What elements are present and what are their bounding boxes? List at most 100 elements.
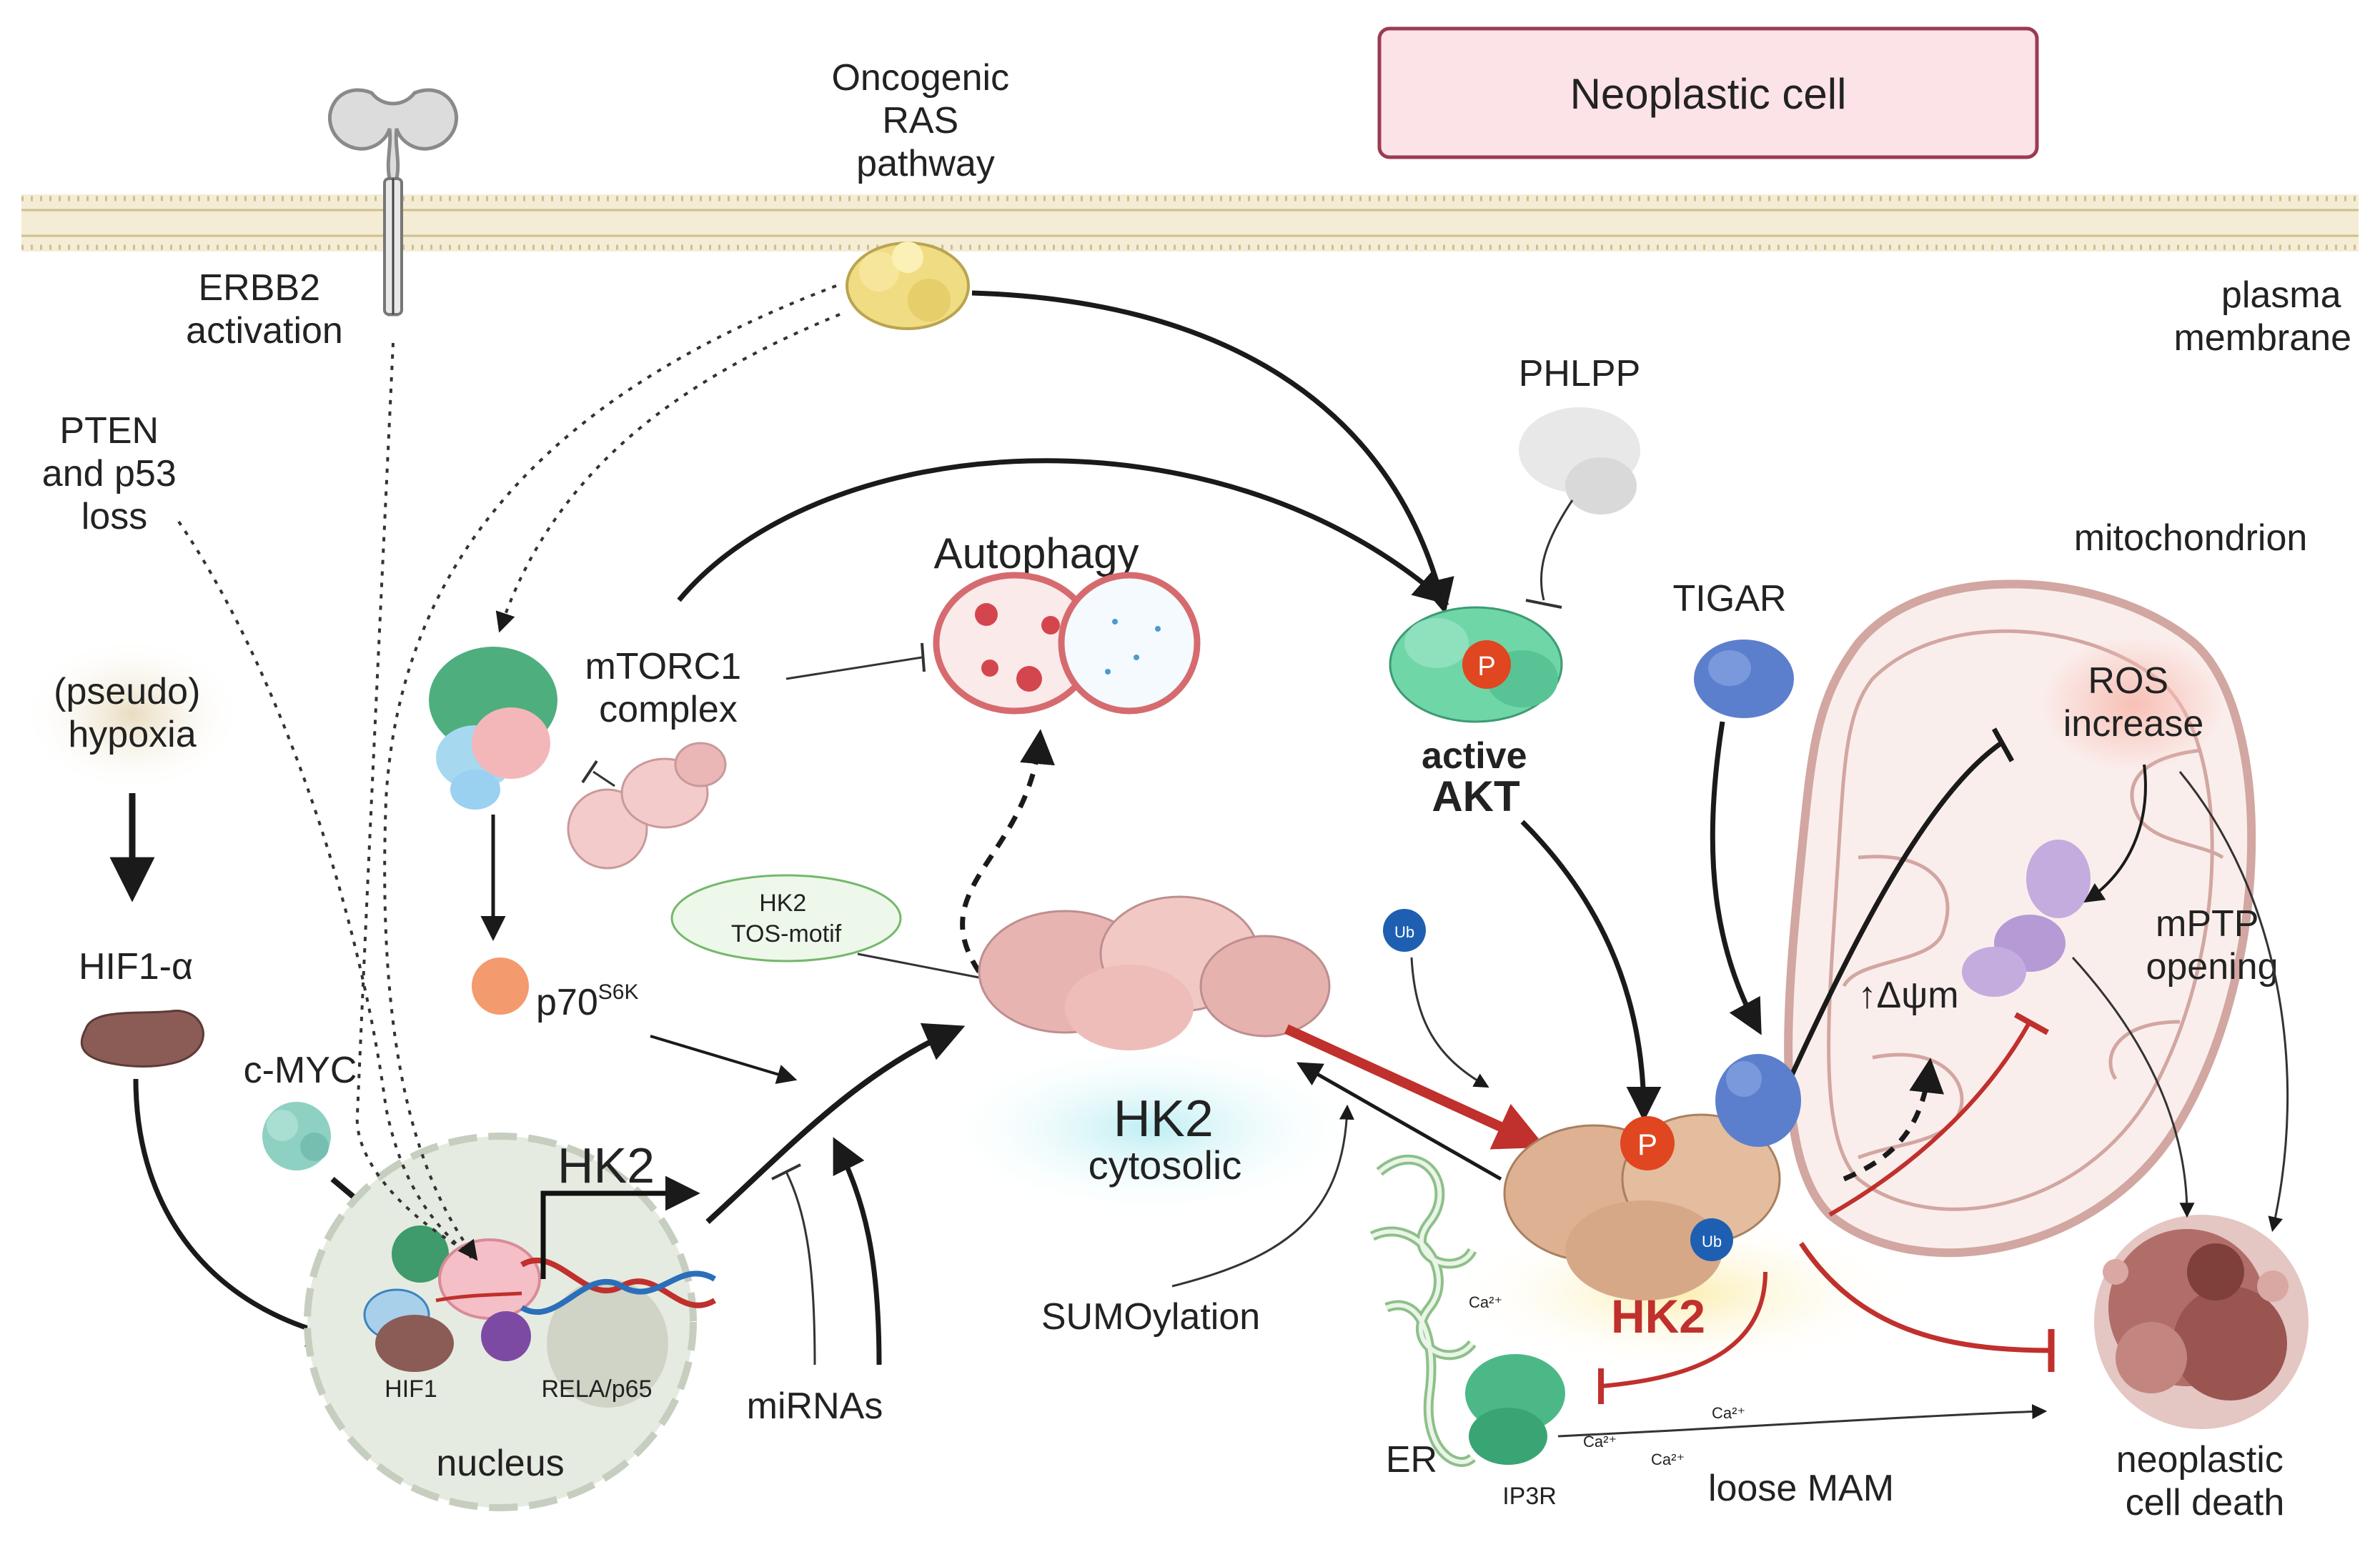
akt-label: active AKT: [1422, 735, 1530, 820]
ub-to-hk2-arrow: [1410, 957, 1489, 1088]
mtorc1-label: mTORC1 complex: [585, 646, 751, 730]
cmyc-protein-icon: [262, 1102, 331, 1170]
mirna-inhibit: [785, 1171, 816, 1366]
hk2-inhibits-mptp: [1828, 1020, 2032, 1217]
ca-label-4: Ca²⁺: [1712, 1404, 1745, 1422]
phlpp-label: PHLPP: [1519, 353, 1641, 394]
mtorc1-to-akt-arrow: [677, 458, 1449, 605]
ras-to-akt-arrow: [971, 290, 1454, 615]
p70-label: p70S6K: [536, 980, 638, 1023]
mtorc1-complex-icon: [429, 647, 557, 810]
mirna-arrow: [833, 1137, 882, 1366]
hif1-label: HIF1: [385, 1376, 437, 1403]
ras-protein-icon: [846, 242, 970, 330]
akt-phospho-badge: [1462, 640, 1511, 689]
ros-label: ROS increase: [2063, 660, 2204, 745]
ca-label-1: Ca²⁺: [1469, 1293, 1502, 1311]
ub-label-free: Ub: [1394, 923, 1414, 941]
hk2-release-arrow: [1296, 1062, 1502, 1181]
p70-to-hk2-arrow: [650, 1035, 798, 1084]
autophagosome-icon: [933, 572, 1201, 715]
hk2-ub-badge: [1690, 1218, 1733, 1261]
plasma-membrane-label: plasma membrane: [2173, 274, 2351, 359]
ros-to-death-arrow: [2178, 771, 2289, 1233]
mptp-to-death-arrow: [2071, 956, 2195, 1218]
hypoxia-label: (pseudo) hypoxia: [54, 671, 211, 755]
ros-to-mptp-arrow: [2083, 764, 2147, 903]
hk2-gene-label: HK2: [557, 1138, 655, 1193]
hif1a-protein-icon: [80, 1010, 204, 1068]
er-label: ER: [1386, 1439, 1437, 1481]
ras-to-mtorc1-dotted: [495, 313, 841, 633]
death-label: neoplastic cell death: [2116, 1439, 2294, 1523]
hif1a-to-nucleus-arrow: [133, 1078, 343, 1347]
tigar-protein-icon: [1694, 640, 1794, 718]
loose-mam-label: loose MAM: [1708, 1468, 1894, 1509]
title-box: Neoplastic cell: [1377, 26, 2039, 159]
mirnas-label: miRNAs: [747, 1386, 883, 1427]
hk2-mito-label: HK2: [1611, 1290, 1705, 1343]
pten-to-nucleus-dotted: [177, 520, 473, 1259]
akt-p-label: P: [1477, 652, 1495, 682]
ca-flux-arrow: [1557, 1404, 2048, 1438]
ip3r-protein-icon: [1465, 1354, 1565, 1465]
hk2-translocation-arrow: [1284, 1024, 1546, 1150]
ip3r-label: IP3R: [1502, 1483, 1557, 1510]
sumoylation-arrow: [1171, 1104, 1354, 1288]
nucleus-to-hk2-arrow: [705, 1023, 966, 1224]
mptp-inhibit-bar: [2014, 1012, 2049, 1035]
plasma-membrane: [21, 194, 2359, 252]
mptp-protein-icon: [1962, 840, 2091, 997]
hk2-cytosolic-protein-icon: [978, 895, 1331, 1050]
tigar-to-hk2-arrow: [1710, 721, 1762, 1035]
erbb2-label: ERBB2 activation: [186, 267, 343, 352]
ras-label: Oncogenic RAS pathway: [831, 57, 1019, 184]
akt-to-hk2-arrow: [1520, 820, 1662, 1122]
mtorc1-inhibit-bar: [921, 642, 926, 672]
cmyc-label: c-MYC: [244, 1050, 357, 1091]
pten-label: PTEN and p53 loss: [42, 410, 187, 537]
hypoxia-glow: [21, 636, 243, 793]
p70s6k-protein-icon: [472, 957, 529, 1015]
mirna-inhibit-bar: [771, 1163, 801, 1180]
hk2-cyto-glow: [936, 1040, 1365, 1218]
hk2-inhibits-death: [1799, 1242, 2052, 1353]
hk2-ub-label: Ub: [1702, 1233, 1722, 1250]
tos-motif-badge: [670, 874, 902, 962]
ca-label-3: Ca²⁺: [1651, 1451, 1685, 1468]
tigar-label: TIGAR: [1673, 578, 1787, 620]
hif1a-label: HIF1-α: [79, 946, 193, 988]
rela-label: RELA/p65: [542, 1376, 653, 1403]
ros-inhibit-bar: [1991, 727, 2015, 762]
tos-inhibit-line: [592, 770, 615, 787]
hk2-tos-protein-icon: [567, 742, 727, 870]
ras-to-nucleus-dotted: [383, 284, 837, 1261]
hk2-to-autophagy-dashed: [960, 729, 1055, 973]
hk2-p-label: P: [1637, 1128, 1657, 1161]
nucleus: [304, 1133, 717, 1511]
tigar-bound-icon: [1715, 1054, 1801, 1147]
tos-to-hk2-line: [857, 952, 987, 980]
phlpp-inhibit-bar: [1525, 599, 1562, 609]
mtorc1-inhibits-autophagy: [785, 656, 923, 680]
mitochondrion-label: mitochondrion: [2074, 517, 2308, 559]
ros-glow: [2041, 636, 2226, 772]
nucleus-label: nucleus: [436, 1443, 564, 1484]
erbb2-receptor-icon: [328, 88, 458, 317]
title-text: Neoplastic cell: [1570, 70, 1847, 118]
hk2-to-psi-dashed: [1843, 1058, 1945, 1182]
er-icon: [1369, 1154, 1477, 1467]
hk2-phospho-badge: [1620, 1116, 1675, 1170]
hk2-cyto-label: HK2 cytosolic: [1089, 1090, 1242, 1188]
tos-motif-label: HK2 TOS-motif: [731, 890, 842, 947]
hk2-inhibits-ros: [1784, 741, 2003, 1088]
hk2-inhibits-ip3r: [1600, 1271, 1767, 1388]
tos-inhibit-bar: [581, 760, 598, 784]
cell-death-icon: [2094, 1215, 2309, 1429]
phlpp-inhibits-akt: [1539, 499, 1574, 601]
delta-psi-label: ↑Δψm: [1858, 975, 1958, 1016]
ub-badge-free: [1383, 909, 1426, 952]
mptp-label: mPTP opening: [2146, 903, 2278, 988]
